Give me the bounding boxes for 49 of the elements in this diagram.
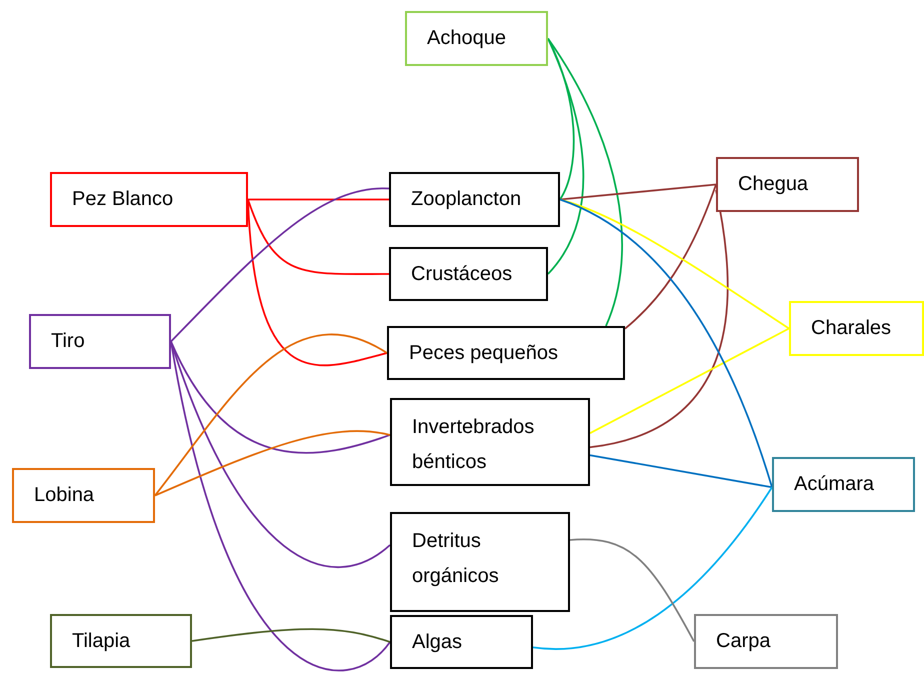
node-label: Crustáceos <box>411 262 514 286</box>
connector-line <box>247 199 389 275</box>
node-label: Peces pequeños <box>409 340 560 366</box>
node-box <box>29 314 171 369</box>
node-box <box>50 614 192 668</box>
node-label: Carpa <box>716 629 772 654</box>
connector-line <box>532 486 773 650</box>
node-box <box>387 326 625 380</box>
node-box <box>390 398 590 486</box>
connector-line <box>192 628 390 643</box>
node-label: Charales <box>811 316 892 341</box>
node-box <box>694 614 838 669</box>
node-label: Invertebrados bénticos <box>412 415 536 475</box>
node-box <box>12 468 155 523</box>
connector-line <box>154 334 388 496</box>
connector-line <box>560 198 773 488</box>
connector-line <box>248 198 389 200</box>
node-label: Tiro <box>51 329 86 354</box>
connector-line <box>170 341 391 568</box>
node-box <box>389 172 560 227</box>
node-box <box>772 457 915 512</box>
node-label: Pez Blanco <box>72 187 174 212</box>
node-label: Chegua <box>738 172 810 197</box>
node-box <box>405 11 548 66</box>
connector-line <box>560 198 790 330</box>
node-label: Algas <box>412 630 464 654</box>
node-label: Acúmara <box>794 472 876 497</box>
node-box <box>789 301 924 356</box>
node-label: Achoque <box>427 26 507 51</box>
node-box <box>716 157 859 212</box>
node-label: Lobina <box>34 483 96 508</box>
connector-line <box>560 184 716 200</box>
node-box <box>390 615 533 669</box>
node-label: Zooplancton <box>411 187 522 212</box>
connector-line <box>547 38 623 326</box>
connector-line <box>170 188 390 342</box>
node-label: Tilapia <box>72 628 132 654</box>
node-box <box>50 172 248 227</box>
connector-line <box>590 328 790 434</box>
node-label: Detritus orgánicos <box>412 529 500 589</box>
connector-line <box>624 184 717 330</box>
connector-line <box>570 538 695 642</box>
connector-line <box>170 341 390 454</box>
connector-line <box>590 454 772 488</box>
node-box <box>390 512 570 612</box>
connector-line <box>590 190 728 448</box>
connector-line <box>154 430 390 496</box>
node-box <box>389 247 548 301</box>
connector-line <box>547 38 584 275</box>
